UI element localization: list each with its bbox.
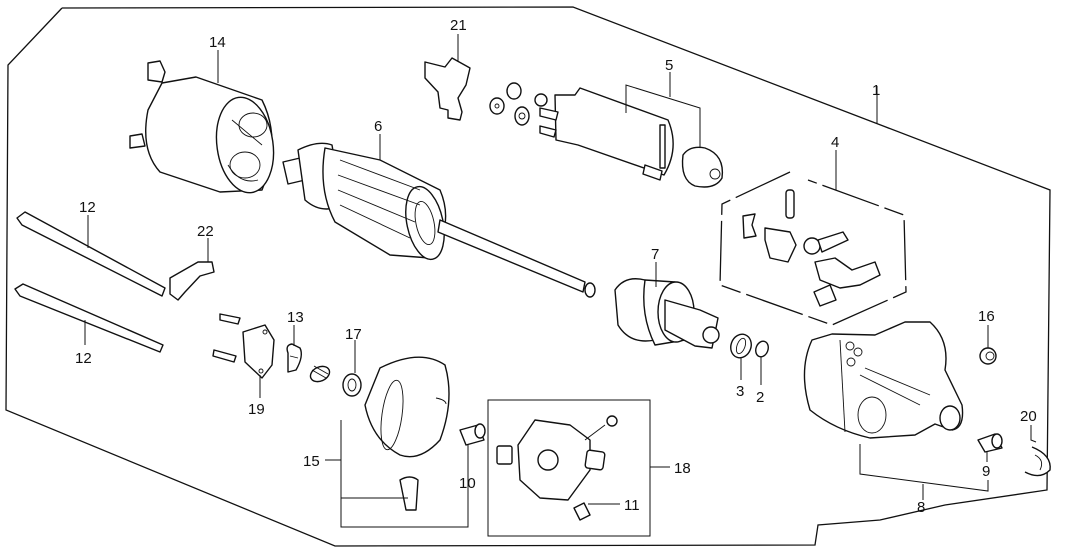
part-4-hardware-set[interactable] [719,171,907,326]
callout-22: 22 [197,223,214,240]
callout-9: 9 [982,463,990,480]
callout-20: 20 [1020,408,1037,425]
spring [309,365,331,383]
callout-5: 5 [665,57,673,74]
callout-11: 11 [624,497,640,514]
callout-21: 21 [450,17,467,34]
callout-1: 1 [872,82,880,99]
part-14-field-yoke[interactable] [129,60,279,196]
part-8-drive-housing[interactable] [803,321,964,439]
callout-17: 17 [345,326,362,343]
part-22-lever[interactable] [169,261,215,301]
part-17-thrust-washer[interactable] [342,373,362,397]
callout-7: 7 [651,246,659,263]
part-21-bracket[interactable] [424,57,471,121]
part-11-brush[interactable] [573,502,591,521]
part-10-bushing[interactable] [459,423,486,446]
part-6-armature[interactable] [282,142,596,298]
part-15-end-frame[interactable] [364,356,450,511]
callout-2: 2 [756,389,764,406]
callout-14: 14 [209,34,226,51]
callout-10: 10 [459,475,476,492]
part-3-stop-collar[interactable] [727,331,754,360]
leader-20 [1030,425,1037,443]
part-18-brush-holder[interactable] [496,415,618,501]
callout-15: 15 [303,453,320,470]
part-13-lock-plate[interactable] [286,343,303,373]
callout-13: 13 [287,309,304,326]
part-12-through-bolt-upper[interactable] [16,211,166,297]
callout-8: 8 [917,499,925,516]
assembly-outline [5,6,1051,547]
callout-12-upper: 12 [79,199,96,216]
leader-15-bracket [340,420,469,528]
callout-19: 19 [248,401,265,418]
callout-16: 16 [978,308,995,325]
callout-18: 18 [674,460,691,477]
callout-6: 6 [374,118,382,135]
callout-3: 3 [736,383,744,400]
callout-4: 4 [831,134,839,151]
part-2-stop-ring[interactable] [754,339,771,358]
part-5-solenoid[interactable] [539,87,724,188]
part-18-box [487,399,651,537]
part-7-clutch[interactable] [614,278,720,349]
solenoid-nuts-washers [489,82,548,126]
part-19-end-cap[interactable] [212,313,275,379]
part-20-snap-ring[interactable] [1024,446,1051,477]
part-16-plug[interactable] [979,347,997,365]
part-9-bushing[interactable] [977,433,1003,453]
leader-8-bracket [859,444,989,492]
leader-5-bracket [625,84,701,148]
callout-12-lower: 12 [75,350,92,367]
part-12-through-bolt-lower[interactable] [14,283,164,353]
